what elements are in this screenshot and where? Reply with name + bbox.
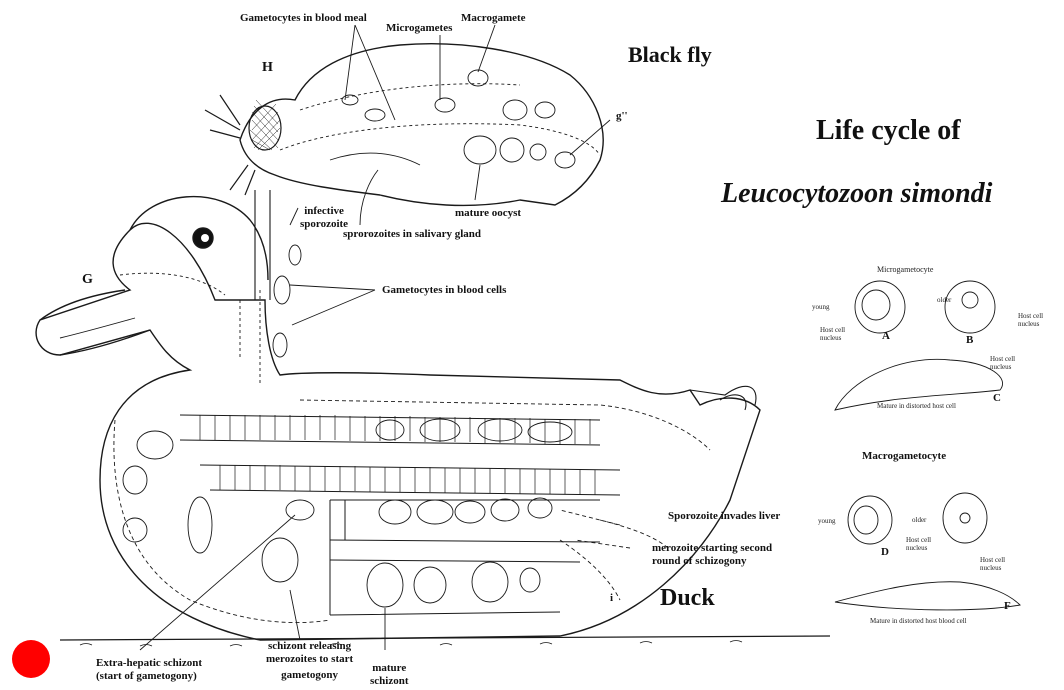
label-microgametes: Microgametes (386, 22, 452, 35)
inset-mature-distorted-blood: Mature in distorted host blood cell (870, 617, 967, 625)
letter-h: H (262, 60, 273, 76)
label-schizont-releasing: schizont releasing merozoites to start g… (266, 640, 353, 682)
label-infective-sporozoite: infective sporozoite (300, 205, 348, 231)
inset-title-macrogametocyte: Macrogametocyte (862, 450, 946, 463)
title-life-cycle: Life cycle of (816, 115, 961, 147)
inset-letter-f: F (1004, 600, 1011, 612)
label-mature-oocyst: mature oocyst (455, 207, 521, 220)
title-species: Leucocytozoon simondi (721, 178, 992, 210)
inset-young-d: young (818, 517, 836, 525)
label-merozoite-second: merozoite starting second round of schiz… (652, 542, 772, 568)
inset-cell-d (848, 496, 892, 544)
inset-cell-b (945, 281, 995, 333)
letter-i: i (610, 592, 613, 604)
inset-letter-b: B (966, 334, 973, 346)
inset-older-e: older (912, 516, 926, 524)
label-mature-schizont: mature schizont (370, 662, 409, 688)
red-dot-marker (12, 640, 50, 678)
title-duck: Duck (660, 585, 715, 612)
letter-g: G (82, 272, 93, 288)
inset-title-microgametocyte: Microgametocyte (877, 266, 933, 274)
inset-cell-f (835, 582, 1020, 610)
inset-older-b: older (937, 296, 951, 304)
label-sporozoites-salivary: sprorozoites in salivary gland (343, 228, 481, 241)
label-gametocytes-blood-cells: Gametocytes in blood cells (382, 284, 506, 297)
label-gametocytes-blood-meal: Gametocytes in blood meal (240, 12, 367, 25)
inset-letter-c: C (993, 392, 1001, 404)
inset-mature-distorted: Mature in distorted host cell (877, 402, 956, 410)
inset-letter-d: D (881, 546, 889, 558)
letter-g2: g'' (616, 110, 628, 122)
label-sporozoite-invades-liver: Sporozoite invades liver (668, 510, 780, 523)
label-extra-hepatic: Extra-hepatic schizont (start of gametog… (96, 657, 202, 683)
title-black-fly: Black fly (628, 42, 712, 68)
inset-cell-e (943, 493, 987, 543)
inset-letter-a: A (882, 330, 890, 342)
inset-young-a: young (812, 303, 830, 311)
label-macrogamete: Macrogamete (461, 12, 526, 25)
